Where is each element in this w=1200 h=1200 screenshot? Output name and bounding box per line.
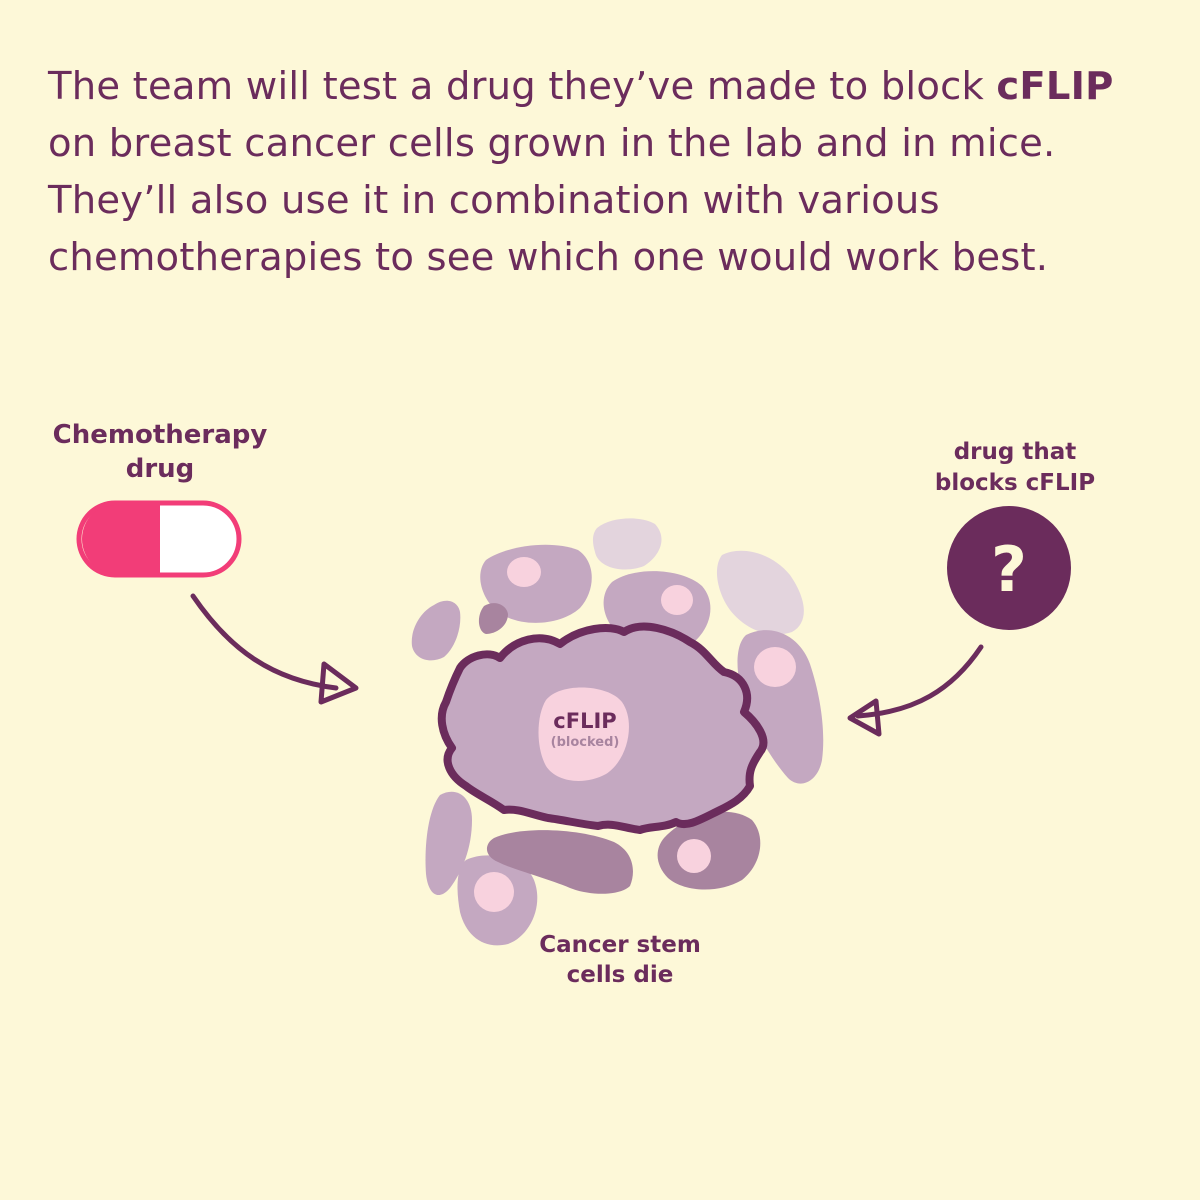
outcome-line1: Cancer stem (539, 932, 701, 958)
cflip-blocker-label-line1: drug that (953, 439, 1077, 465)
cancer-stem-cells-die-label: Cancer stem cells die (510, 930, 730, 990)
cell (411, 600, 461, 661)
capsule-icon (76, 500, 242, 578)
intro-text-before: The team will test a drug they’ve made t… (48, 64, 997, 109)
cflip-blocker-label: drug that blocks cFLIP (900, 437, 1130, 499)
cflip-label: cFLIP (553, 709, 616, 733)
nucleus (474, 872, 514, 912)
nucleus (754, 647, 796, 687)
cflip-status: (blocked) (551, 735, 620, 750)
arrow-icon (847, 644, 984, 737)
intro-paragraph: The team will test a drug they’ve made t… (48, 58, 1158, 286)
chemotherapy-label-line2: drug (125, 454, 195, 484)
chemotherapy-label-line1: Chemotherapy (52, 420, 268, 450)
intro-text-after: on breast cancer cells grown in the lab … (48, 121, 1056, 280)
question-symbol: ? (991, 533, 1027, 606)
nucleus (507, 557, 541, 587)
cell (480, 544, 592, 623)
cflip-nucleus: cFLIP (blocked) (538, 687, 629, 781)
question-icon: ? (947, 506, 1071, 630)
pale-cell (716, 550, 804, 635)
cflip-blocker-label-line2: blocks cFLIP (934, 470, 1096, 496)
dark-cell (478, 603, 508, 634)
surrounding-cells (411, 518, 824, 946)
pale-cell (592, 518, 662, 570)
arrow-icon (190, 593, 359, 705)
dark-cell (486, 830, 633, 894)
nucleus (661, 585, 693, 615)
nucleus (677, 839, 711, 873)
chemotherapy-drug-label: Chemotherapy drug (20, 418, 300, 486)
intro-text-bold: cFLIP (996, 64, 1114, 109)
outcome-line2: cells die (566, 962, 674, 988)
